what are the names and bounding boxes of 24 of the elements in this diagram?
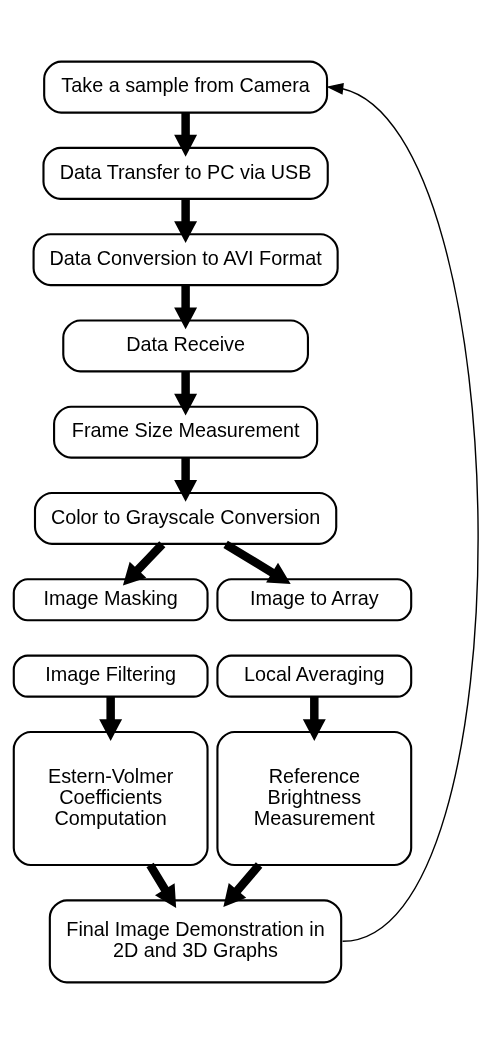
arrow [326, 82, 479, 942]
arrow [174, 284, 198, 329]
arrow [174, 371, 198, 416]
node-box: Data Receive [62, 318, 309, 372]
node-box: Take a sample from Camera [43, 60, 329, 114]
arrow [146, 862, 177, 908]
node-box: Final Image Demonstration in 2D and 3D Graphs [48, 898, 343, 983]
arrow [174, 457, 198, 502]
node-box: Color to Grayscale Conversion [33, 491, 338, 545]
arrow [223, 861, 263, 907]
node-box: Data Conversion to AVI Format [32, 232, 339, 286]
node-box: Frame Size Measurement [53, 405, 319, 459]
node-box: Estern-Volmer Coefficients Computation [12, 730, 209, 866]
arrow [99, 696, 123, 741]
arrow [174, 112, 198, 157]
arrow [174, 198, 198, 243]
arrow [223, 540, 291, 584]
node-box: Image to Array [216, 577, 413, 621]
arrow [302, 696, 326, 741]
node-box: Image Masking [12, 577, 209, 621]
node-box: Data Transfer to PC via USB [42, 146, 329, 200]
node-box: Local Averaging [216, 654, 413, 698]
node-box: Reference Brightness Measurement [216, 730, 413, 866]
node-box: Image Filtering [12, 654, 209, 698]
